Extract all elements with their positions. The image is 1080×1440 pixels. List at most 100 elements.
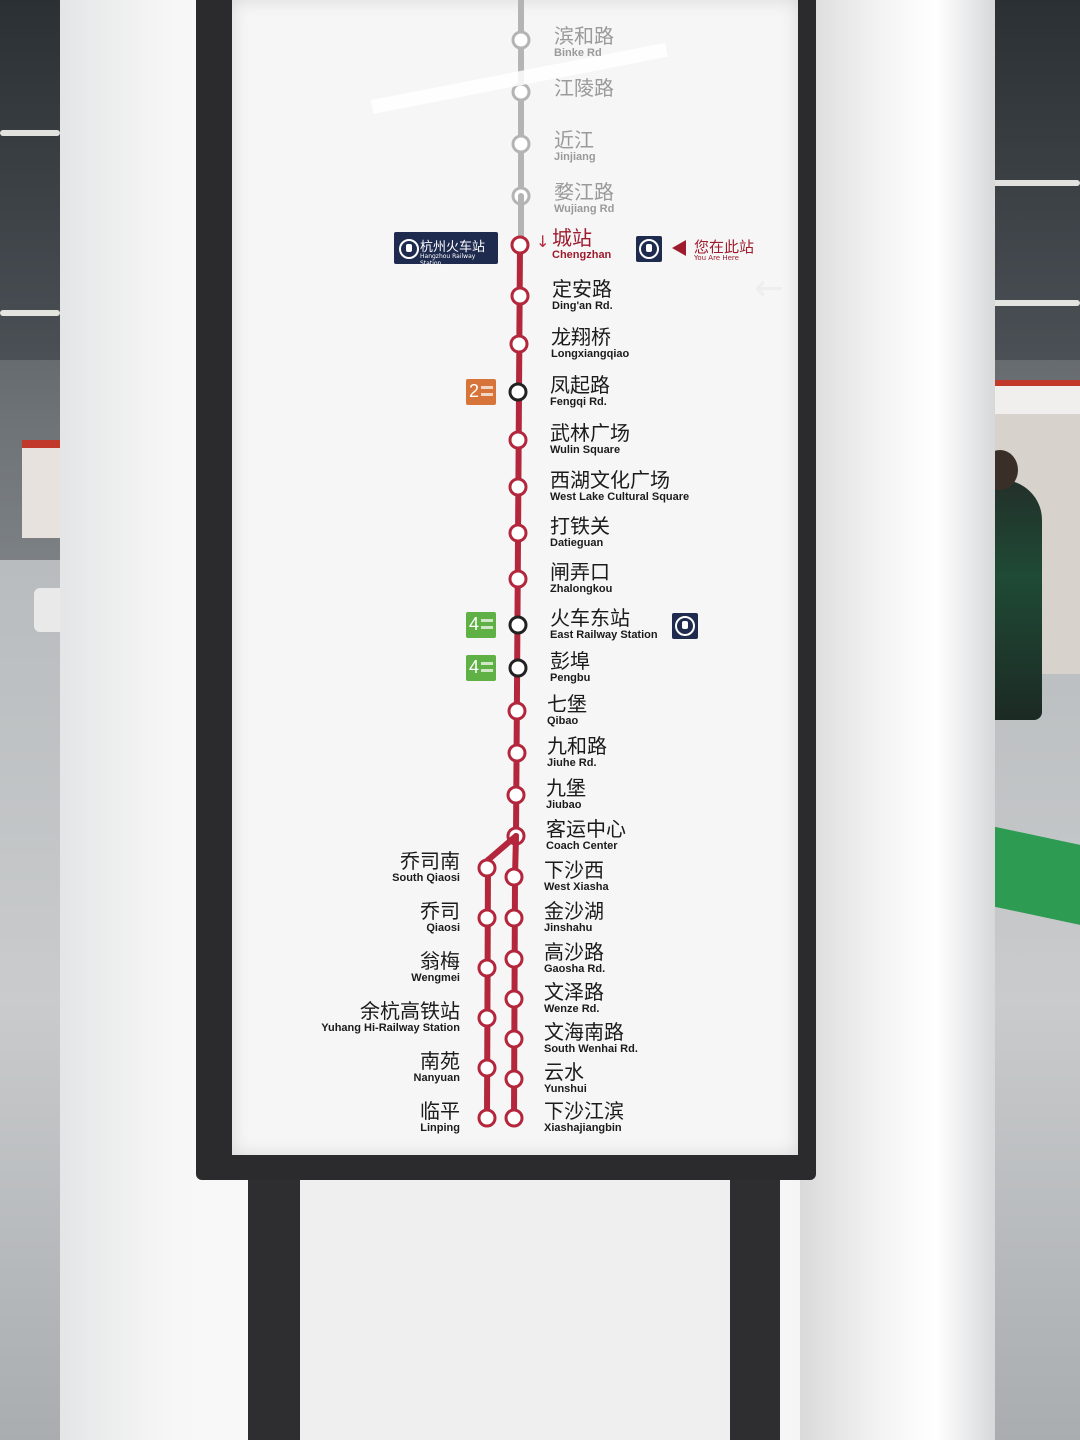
station-dot [508,615,528,635]
station-name-en: Gaosha Rd. [544,963,606,975]
station-dot [508,523,528,543]
station-name-cn: 定安路 [552,277,612,301]
station-dot [477,958,497,978]
station-dot [508,658,528,678]
station-dot [507,743,527,763]
station-name-cn: 近江 [554,128,594,152]
station-name-cn: 江陵路 [554,76,614,100]
station-name-cn: 云水 [544,1060,584,1084]
ceiling-light [0,130,60,136]
railway-icon [639,239,659,259]
station-name-cn: 九和路 [547,734,607,758]
transfer-line-number: 4 [469,657,480,677]
station-name-cn: 打铁关 [550,514,610,538]
station-name-cn: 南苑 [420,1049,460,1073]
station-name-en: Fengqi Rd. [550,396,607,408]
station-name-cn: 下沙江滨 [544,1099,624,1123]
station-name-cn: 高沙路 [544,940,604,964]
station-name-en: West Lake Cultural Square [550,491,690,503]
station-name-en: Jinjiang [554,151,596,163]
station-name-cn: 客运中心 [546,817,626,841]
station-name-en: East Railway Station [550,629,658,641]
station-name-en: Yuhang Hi-Railway Station [321,1022,460,1034]
sign-base [300,1180,730,1440]
faded-station-dot [511,30,531,50]
station-name-cn: 婺江路 [554,180,614,204]
station-dot [510,286,530,306]
station-name-cn: 滨和路 [554,24,614,48]
station-name-en: Pengbu [550,672,591,684]
current-station-dot [510,235,530,255]
station-dot [508,569,528,589]
station-dot [504,949,524,969]
station-name-cn: 九堡 [546,776,586,800]
station-name-en: Jiuhe Rd. [547,757,597,769]
station-dot [477,1008,497,1028]
station-name-cn: 翁梅 [420,949,460,973]
station-dot [504,989,524,1009]
station-dot [504,1108,524,1128]
station-dot [507,701,527,721]
station-name-en: Zhalongkou [550,583,613,595]
station-dot [504,867,524,887]
station-dot [477,908,497,928]
transfer-line-4-badge: 4 [466,612,496,638]
you-are-here-en: You Are Here [694,254,739,262]
station-dot [477,1108,497,1128]
left-branch-track [485,833,519,863]
sign-leg [728,1180,780,1440]
station-dot [508,430,528,450]
station-dot [508,382,528,402]
station-name-en: Linping [420,1122,460,1134]
station-name-cn: 闸弄口 [550,560,610,584]
station-name-cn: 火车东站 [550,606,630,630]
station-name-cn: 西湖文化广场 [550,468,670,492]
station-name-en: Wulin Square [550,444,621,456]
station-name-en: West Xiasha [544,881,609,893]
you-are-here-cn: 您在此站 [694,238,755,256]
station-name-cn: 乔司南 [400,849,460,873]
sign-leg [248,1180,300,1440]
station-name-en: Ding'an Rd. [552,300,613,312]
left-branch-track [484,857,491,1121]
transfer-line-number: 2 [469,381,480,401]
railway-icon [675,616,695,636]
down-arrow-icon: ↓ [536,232,550,251]
station-name-cn: 武林广场 [550,421,630,445]
station-name-en: Xiashajiangbin [544,1122,622,1134]
rail-badge-en: Hangzhou Railway Station [420,253,476,267]
station-name-en: Wengmei [411,972,460,984]
transfer-line-number: 4 [469,614,480,634]
station-name-en: Coach Center [546,840,618,852]
station-dot [504,1029,524,1049]
station-dot [504,908,524,928]
station-dot [508,477,528,497]
ceiling-light [990,300,1080,306]
station-name-cn: 凤起路 [550,373,610,397]
faded-station-dot [511,82,531,102]
station-dot [506,785,526,805]
station-name-en: Yunshui [544,1083,587,1095]
transfer-line-4-badge: 4 [466,655,496,681]
station-name-en: Jinshahu [544,922,593,934]
